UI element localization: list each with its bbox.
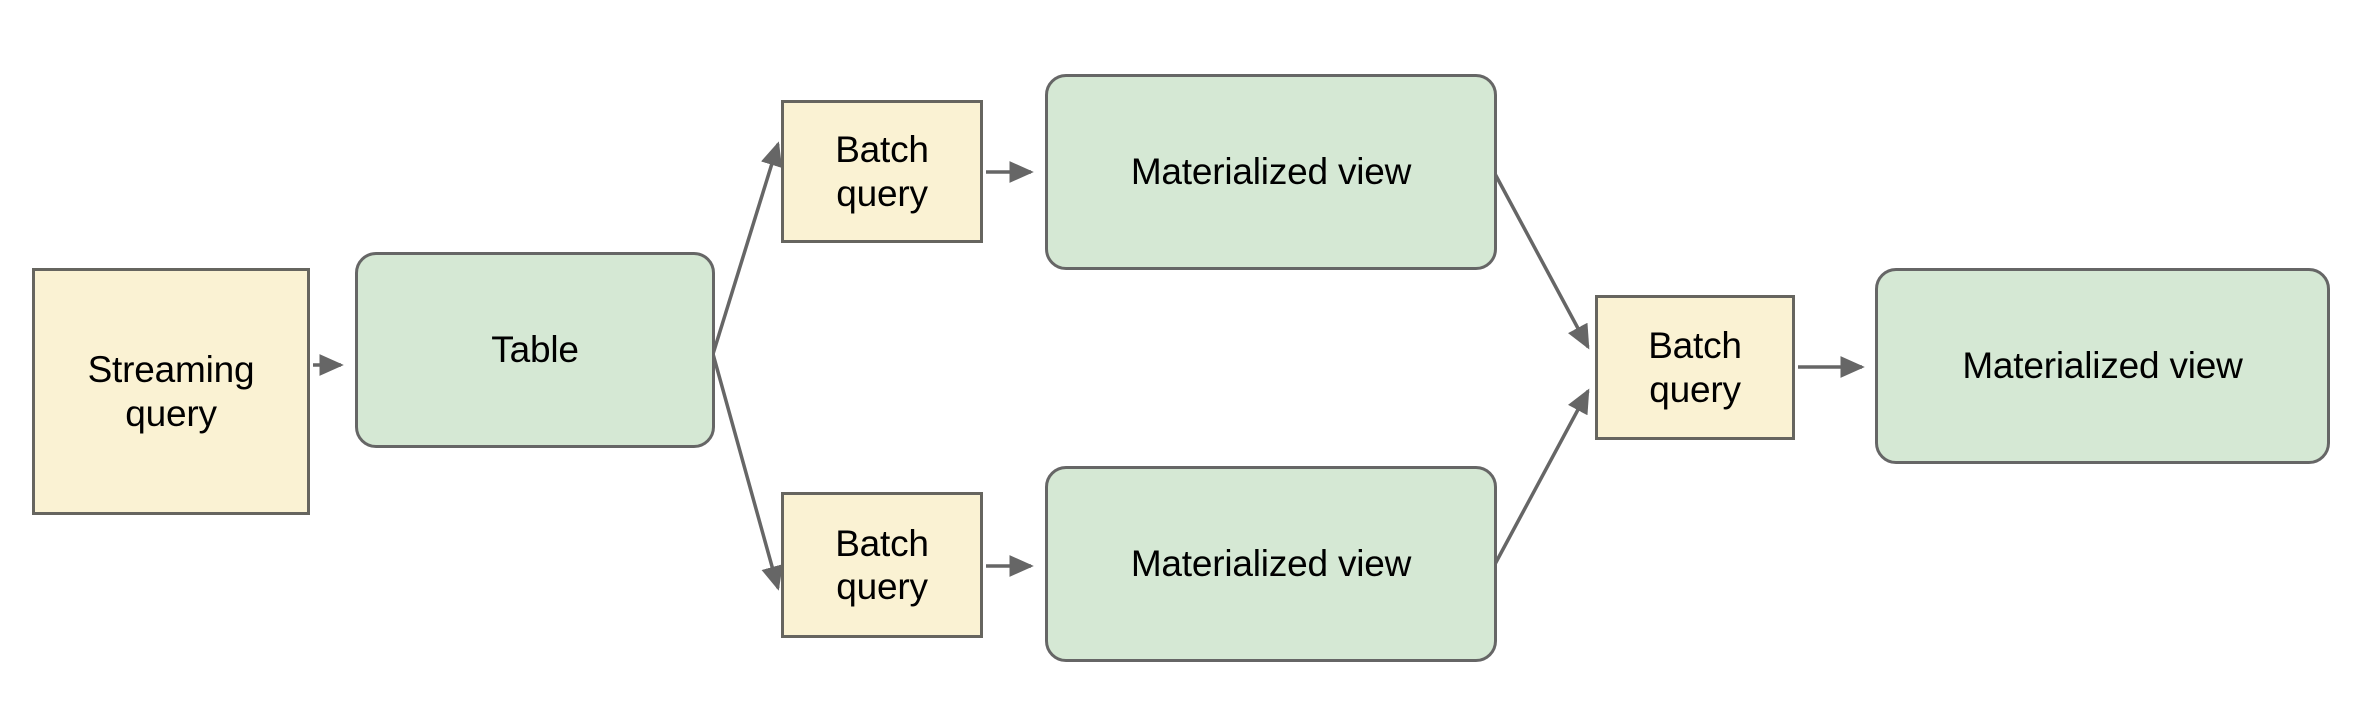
node-materialized-view-right-label: Materialized view bbox=[1962, 345, 2243, 387]
node-materialized-view-top-label: Materialized view bbox=[1130, 151, 1412, 193]
edge-table-to-batch-query-top bbox=[711, 141, 783, 355]
node-streaming-query[interactable]: Streaming query bbox=[32, 268, 310, 515]
node-batch-query-top[interactable]: Batch query bbox=[781, 100, 983, 243]
node-batch-query-bottom[interactable]: Batch query bbox=[781, 492, 983, 638]
node-batch-query-right[interactable]: Batch query bbox=[1595, 295, 1795, 440]
node-batch-query-bottom-label: Batch query bbox=[835, 522, 929, 607]
node-batch-query-right-label: Batch query bbox=[1648, 325, 1742, 410]
node-materialized-view-top[interactable]: Materialized view bbox=[1045, 74, 1497, 270]
node-table-label: Table bbox=[491, 329, 579, 371]
node-table[interactable]: Table bbox=[355, 252, 715, 448]
edge-table-to-batch-query-bottom bbox=[711, 353, 783, 591]
node-materialized-view-bottom-label: Materialized view bbox=[1130, 543, 1412, 585]
node-streaming-query-label: Streaming query bbox=[87, 349, 255, 434]
edge-materialized-view-bottom-to-batch-query-right bbox=[1492, 388, 1590, 567]
node-batch-query-top-label: Batch query bbox=[835, 129, 929, 214]
node-materialized-view-bottom[interactable]: Materialized view bbox=[1045, 466, 1497, 662]
node-materialized-view-right[interactable]: Materialized view bbox=[1875, 268, 2330, 464]
edge-materialized-view-top-to-batch-query-right bbox=[1492, 171, 1590, 350]
